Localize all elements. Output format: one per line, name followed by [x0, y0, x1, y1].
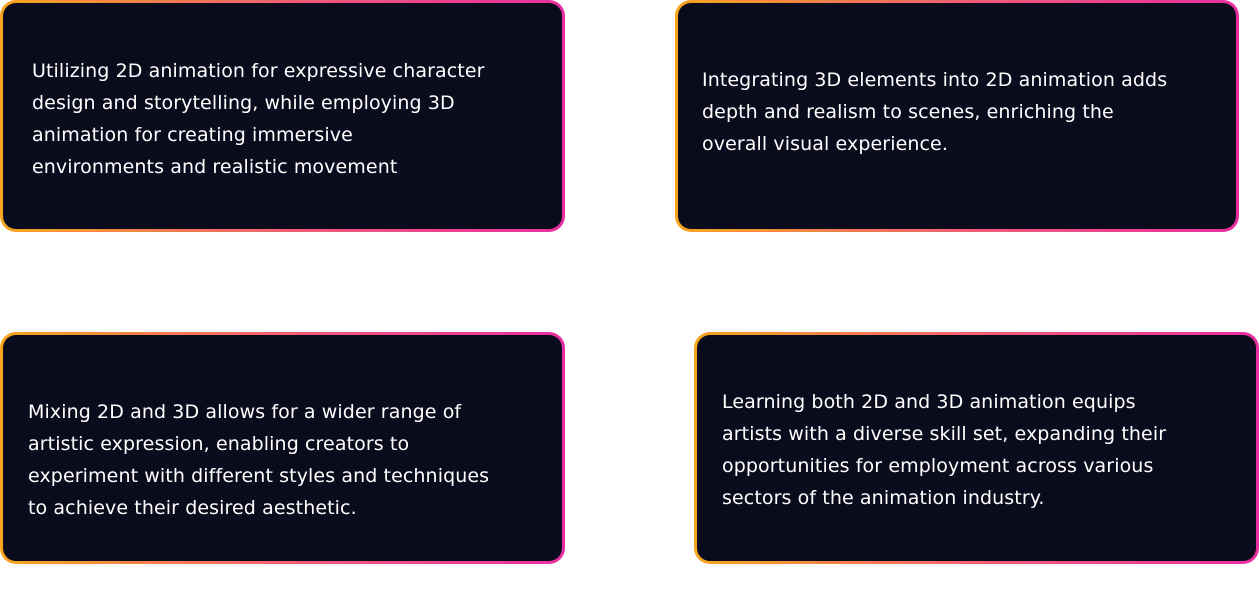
info-card-text: Utilizing 2D animation for expressive ch… [32, 60, 485, 178]
info-card-3d-elements-depth: Integrating 3D elements into 2D animatio… [675, 0, 1239, 232]
info-card-text: Integrating 3D elements into 2D animatio… [702, 69, 1168, 155]
info-card-text: Mixing 2D and 3D allows for a wider rang… [28, 401, 490, 519]
info-card-2d-character-design: Utilizing 2D animation for expressive ch… [0, 0, 565, 232]
info-card-learning-both: Learning both 2D and 3D animation equips… [694, 332, 1259, 564]
info-card-text: Learning both 2D and 3D animation equips… [722, 391, 1167, 509]
info-card-mixing-2d-3d: Mixing 2D and 3D allows for a wider rang… [0, 332, 565, 564]
